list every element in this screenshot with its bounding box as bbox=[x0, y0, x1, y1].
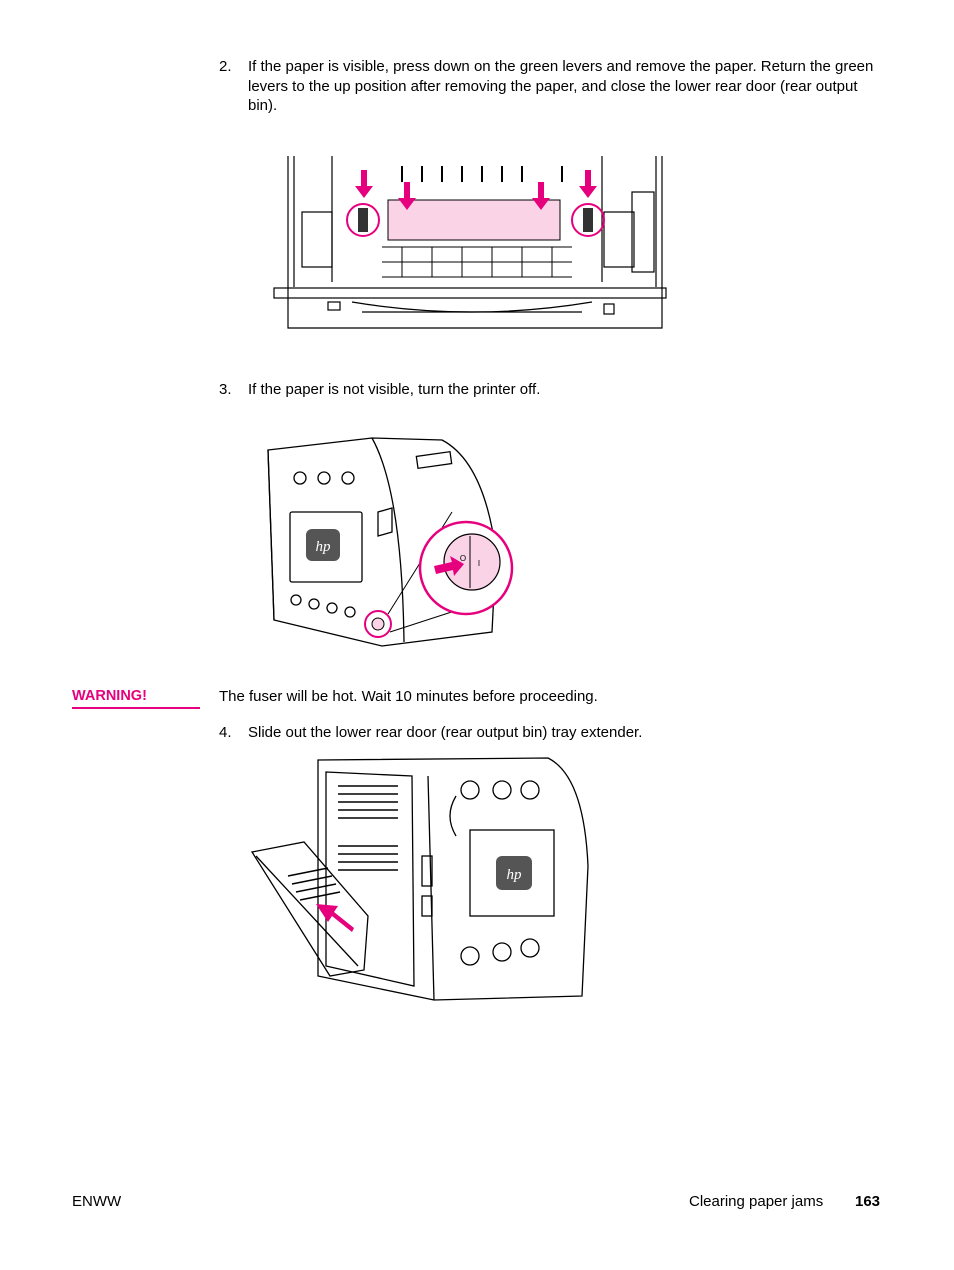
svg-text:hp: hp bbox=[316, 539, 332, 555]
warning-label: WARNING! bbox=[72, 688, 200, 709]
hp-logo bbox=[306, 529, 340, 561]
power-on-label: I bbox=[478, 559, 480, 568]
step-text: If the paper is not visible, turn the pr… bbox=[248, 381, 541, 398]
right-arrow-icon bbox=[434, 556, 464, 576]
step-text: If the paper is visible, press down on t… bbox=[248, 58, 874, 114]
power-switch-illustration: hp O I bbox=[267, 437, 514, 647]
down-arrow-icon bbox=[398, 182, 416, 210]
power-off-label: O bbox=[460, 554, 466, 563]
warning-text: The fuser will be hot. Wait 10 minutes b… bbox=[219, 688, 598, 705]
up-left-arrow-icon bbox=[316, 904, 354, 932]
fuser-jam-illustration bbox=[273, 156, 667, 329]
page-number: 163 bbox=[855, 1193, 881, 1210]
step-text: Slide out the lower rear door (rear outp… bbox=[248, 724, 643, 741]
down-arrow-icon bbox=[579, 170, 597, 198]
down-arrow-icon bbox=[355, 170, 373, 198]
footer-left: ENWW bbox=[72, 1193, 122, 1210]
rear-output-bin-illustration: hp bbox=[250, 757, 589, 1001]
right-lever-highlight bbox=[571, 203, 605, 237]
power-switch-callout bbox=[364, 610, 392, 638]
hp-logo bbox=[496, 856, 532, 890]
step-number: 2. bbox=[219, 58, 232, 75]
svg-text:hp: hp bbox=[507, 867, 523, 883]
step-number: 4. bbox=[219, 724, 232, 741]
step-number: 3. bbox=[219, 381, 232, 398]
down-arrow-icon bbox=[532, 182, 550, 210]
power-switch-button bbox=[443, 533, 501, 591]
jammed-paper bbox=[387, 199, 561, 241]
left-lever-highlight bbox=[346, 203, 380, 237]
footer-section-title: Clearing paper jams bbox=[689, 1193, 824, 1210]
